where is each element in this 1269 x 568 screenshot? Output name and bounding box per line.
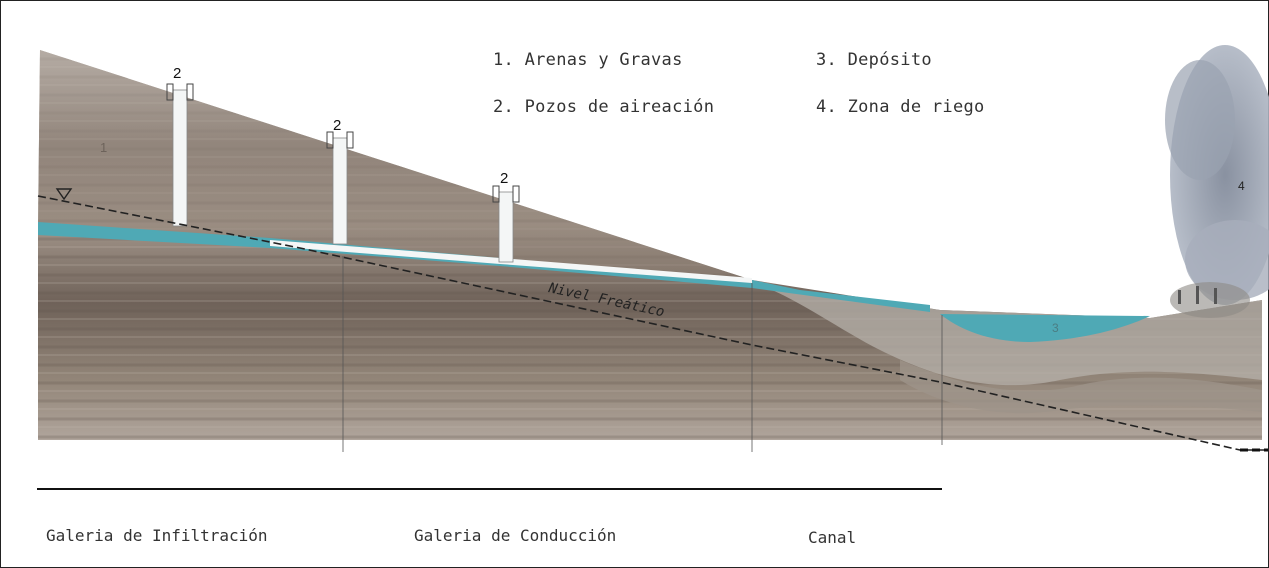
irrigation-mark: 4 <box>1238 179 1245 193</box>
well-3 <box>492 185 520 263</box>
legend-item-4: 4. Zona de riego <box>816 97 985 117</box>
well-1 <box>166 83 194 227</box>
legend-item-2: 2. Pozos de aireación <box>493 97 715 117</box>
water <box>38 222 1150 342</box>
legend-item-3: 3. Depósito <box>816 50 932 70</box>
section-label-infiltration: Galeria de Infiltración <box>46 526 268 545</box>
well-mark-3: 2 <box>500 170 508 187</box>
zone-1-mark: 1 <box>100 140 107 155</box>
legend-background <box>490 44 1012 144</box>
water-table-line <box>37 195 1268 451</box>
section-label-canal: Canal <box>808 528 857 547</box>
aeration-wells <box>166 83 520 263</box>
well-mark-2: 2 <box>333 117 341 134</box>
well-mark-1: 2 <box>173 65 181 82</box>
bottom-rule <box>37 488 942 490</box>
irrigation-cloud <box>1165 45 1269 318</box>
section-dividers <box>342 256 943 452</box>
legend-item-1: 1. Arenas y Gravas <box>493 50 683 70</box>
water-level-triangle-icon <box>55 188 73 201</box>
section-label-conduction: Galeria de Conducción <box>414 526 617 545</box>
reservoir-mark: 3 <box>1052 321 1059 335</box>
well-2 <box>326 131 354 245</box>
